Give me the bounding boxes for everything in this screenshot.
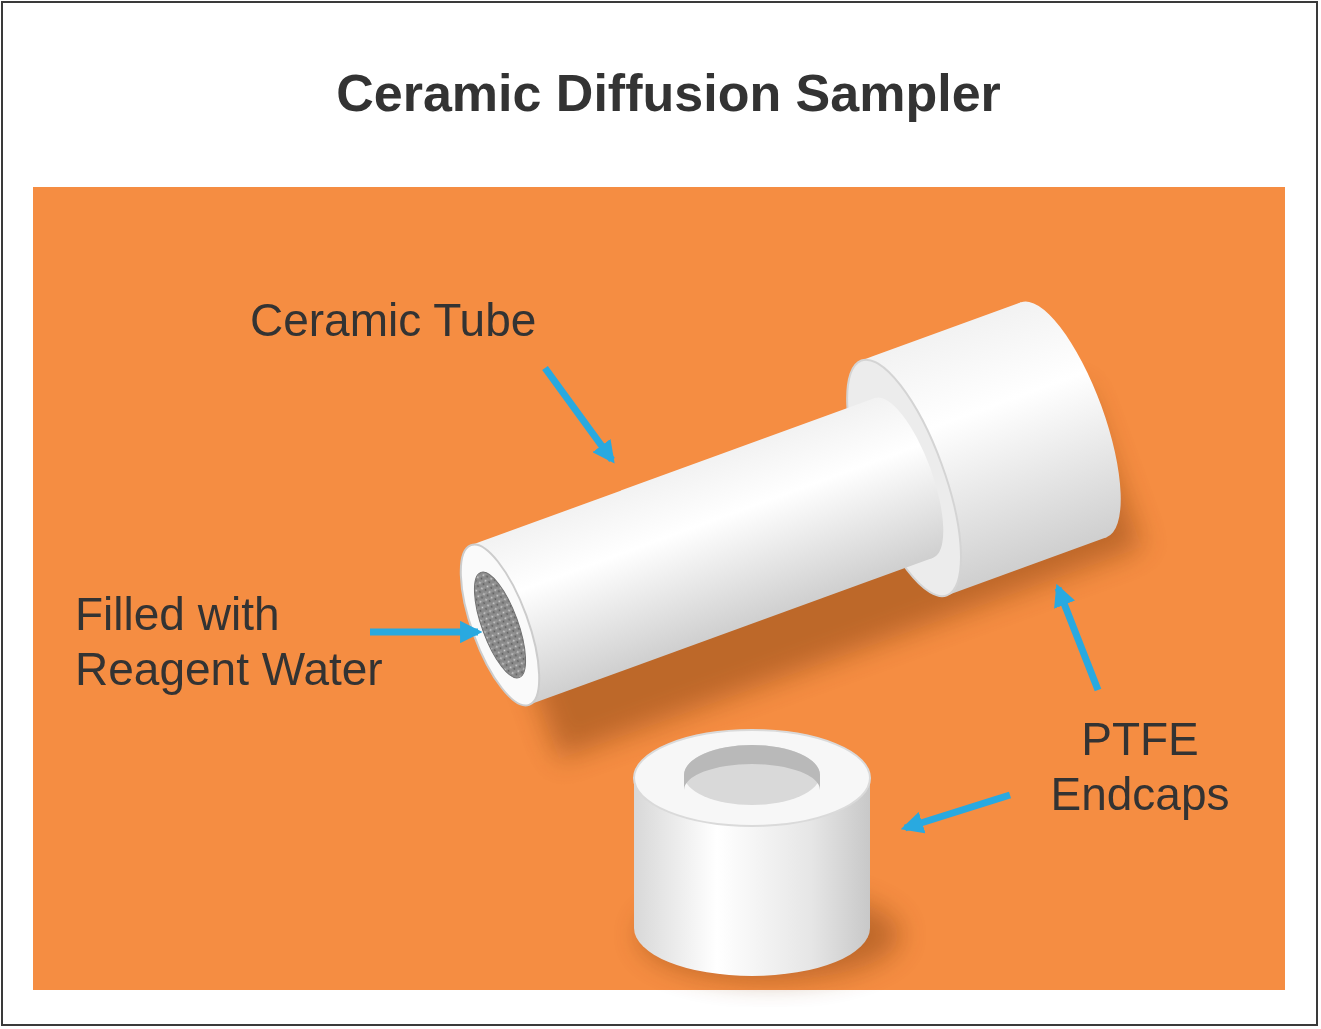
ptfe-endcap	[634, 730, 870, 976]
part-label: Ceramic Tube	[250, 293, 670, 348]
part-label: PTFE Endcaps	[1015, 712, 1265, 822]
ceramic-tube	[431, 289, 1144, 752]
part-label: Filled with Reagent Water	[75, 587, 455, 697]
orange-ground	[33, 187, 1285, 990]
diagram-title: Ceramic Diffusion Sampler	[8, 62, 1321, 124]
leader-arrow	[370, 368, 1098, 828]
